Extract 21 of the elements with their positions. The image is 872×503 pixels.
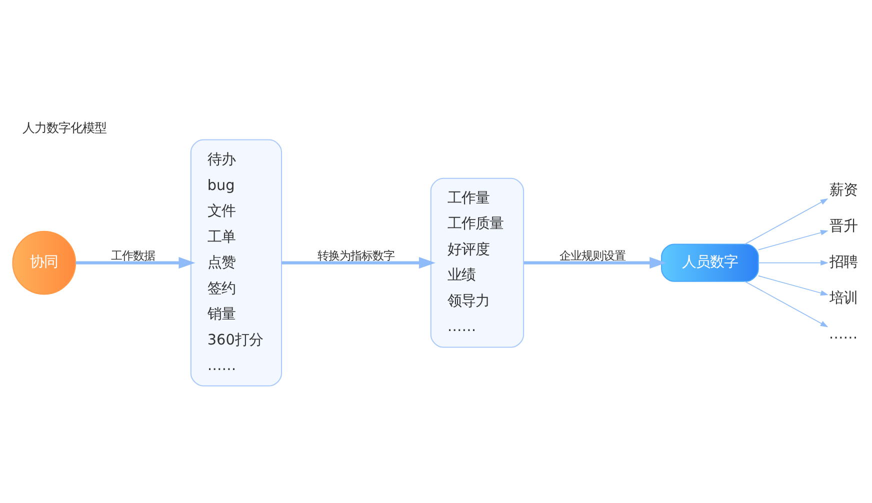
arrow (758, 260, 828, 266)
edge-label: 工作数据 (111, 248, 156, 262)
arrow (758, 230, 828, 250)
node-text: 培训 (829, 290, 858, 306)
arrow (744, 198, 828, 244)
node-box: 人员数字 (661, 243, 759, 282)
edge-label: 转换为指标数字 (318, 248, 395, 262)
arrow (744, 280, 828, 327)
diagram-title: 人力数字化模型 (22, 120, 107, 135)
arrow (758, 274, 828, 296)
node-text: 晋升 (829, 218, 858, 234)
node-box: 工作量 工作质量 好评度 业绩 领导力 …… (430, 177, 524, 348)
node-circle: 协同 (12, 230, 76, 294)
edge-label: 企业规则设置 (560, 248, 626, 262)
node-text: 薪资 (829, 182, 858, 198)
node-box: 待办 bug 文件 工单 点赞 签约 销量 360打分 …… (190, 138, 282, 386)
arrow (282, 256, 436, 268)
node-text: …… (828, 326, 858, 342)
arrow (76, 256, 196, 268)
node-text: 招聘 (829, 254, 858, 270)
arrow (524, 256, 666, 268)
